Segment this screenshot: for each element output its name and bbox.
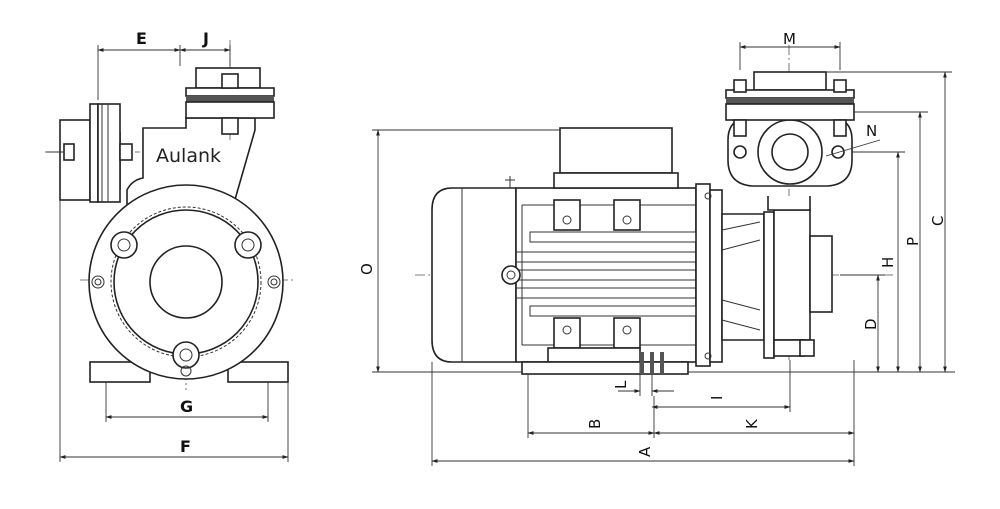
dim-label-a: A (636, 446, 654, 457)
dim-label-c: C (929, 216, 947, 226)
brand-label: Aulank (156, 145, 221, 167)
side-view: N M O D H P C L (358, 30, 955, 466)
dim-label-m: M (783, 30, 796, 48)
dim-label-k: K (743, 418, 761, 429)
dim-label-d: D (862, 318, 880, 330)
dim-label-f: F (180, 437, 191, 456)
dim-label-b: B (586, 419, 604, 429)
dim-label-h: H (879, 257, 897, 268)
dim-label-o: O (358, 263, 376, 275)
dim-label-n: N (866, 122, 877, 140)
dim-label-g: G (180, 397, 193, 416)
dim-label-i: I (708, 396, 726, 400)
dim-label-l: L (612, 380, 630, 389)
dim-label-p: P (904, 237, 922, 246)
dim-label-j: J (202, 29, 209, 48)
front-view: Aulank E J G F (45, 29, 295, 462)
dim-label-e: E (136, 29, 147, 48)
